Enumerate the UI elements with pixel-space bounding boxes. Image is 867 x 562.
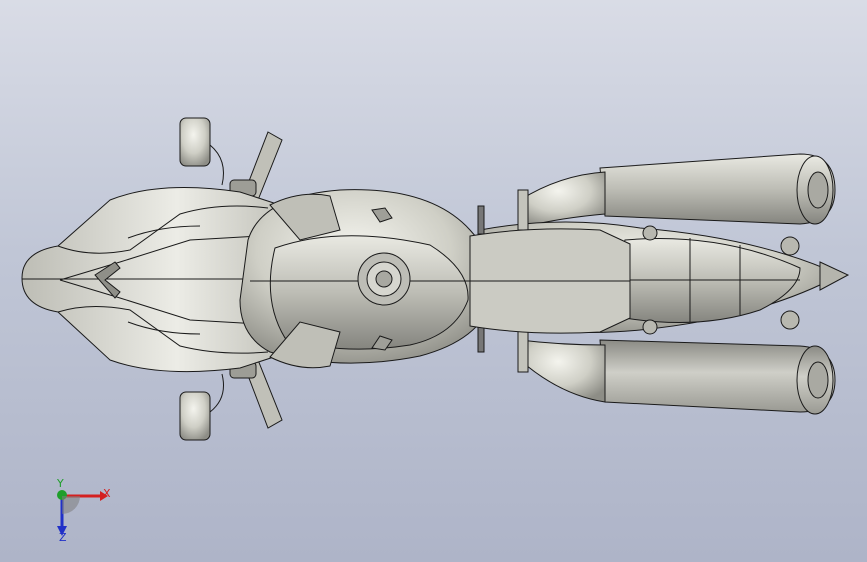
- upper-muffler: [519, 153, 836, 227]
- triad-axes: [57, 490, 108, 536]
- rear-pegs: [477, 189, 529, 373]
- z-axis-arrow: [57, 526, 67, 536]
- engine-sides: [269, 193, 341, 369]
- frame-spine: [469, 228, 631, 334]
- fuel-tank: [239, 189, 495, 364]
- x-axis-label: X: [103, 487, 111, 500]
- lower-muffler: [519, 339, 836, 415]
- z-axis-label: Z: [59, 531, 67, 544]
- front-fairing: [21, 187, 281, 373]
- handlebars: [229, 131, 283, 429]
- x-axis-arrow: [100, 491, 108, 501]
- orientation-triad: X Y Z: [40, 478, 120, 548]
- mirrors: [179, 117, 224, 441]
- y-axis-label: Y: [57, 477, 64, 490]
